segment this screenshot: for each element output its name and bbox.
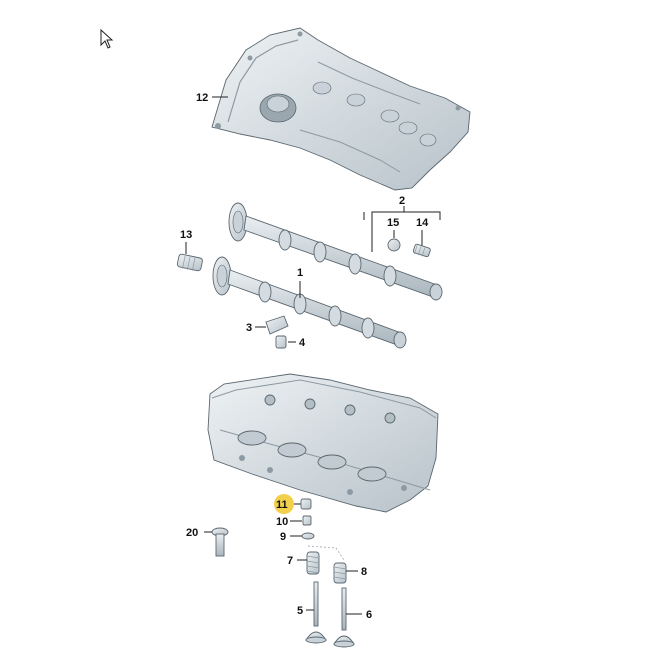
callout-6: 6	[366, 609, 372, 621]
camshaft-lower	[212, 256, 407, 349]
callout-8: 8	[361, 566, 367, 578]
callout-15: 15	[387, 217, 399, 229]
callout-7: 7	[287, 555, 293, 567]
bolt-part-14	[412, 243, 431, 258]
camshaft-upper	[228, 202, 443, 301]
spring-seat-part-9	[301, 532, 315, 540]
callout-9: 9	[280, 531, 286, 543]
callout-20: 20	[186, 527, 198, 539]
callout-4: 4	[299, 337, 306, 349]
cylinder-head-cover	[211, 27, 471, 191]
valve-part-5	[305, 581, 327, 644]
callout-5: 5	[297, 605, 303, 617]
screw-part-13	[176, 253, 203, 272]
valve-stem-seal-part-11	[300, 498, 312, 510]
cylinder-head	[207, 373, 439, 513]
valve-spring-part-7	[306, 551, 320, 575]
valve-spring-part-8	[333, 562, 347, 584]
callout-3: 3	[246, 322, 252, 334]
rocker-arm-part-3	[265, 315, 289, 335]
callout-14: 14	[416, 217, 429, 229]
callout-11: 11	[276, 499, 288, 511]
callout-10: 10	[276, 516, 288, 528]
callout-13: 13	[180, 229, 192, 241]
highlight-marker	[274, 494, 294, 514]
callout-2: 2	[399, 195, 405, 207]
valve-cotter-part-10	[302, 515, 312, 526]
valve-part-6	[333, 587, 355, 648]
ball-part-15	[387, 238, 401, 252]
callout-11-badge	[274, 494, 294, 514]
bolt-part-20	[211, 527, 229, 557]
callout-12: 12	[196, 92, 208, 104]
element-part-4	[275, 335, 287, 349]
arrow-pointer-icon	[100, 29, 114, 49]
callout-1: 1	[297, 267, 303, 279]
